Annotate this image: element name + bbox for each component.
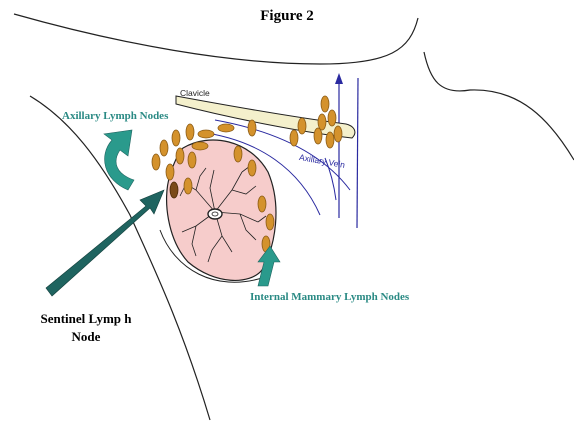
sentinel-label-line-1: Sentinel Lymp h xyxy=(20,310,152,328)
lymph-node xyxy=(318,114,326,130)
lymph-node xyxy=(314,128,322,144)
lymph-node xyxy=(186,124,194,140)
lymph-node xyxy=(184,178,192,194)
internal-mammary-lymph-nodes-label: Internal Mammary Lymph Nodes xyxy=(250,292,409,303)
lymph-node xyxy=(192,142,208,150)
lymph-node xyxy=(248,120,256,136)
lymph-node xyxy=(321,96,329,112)
lymph-node xyxy=(266,214,274,230)
lymph-node xyxy=(176,148,184,164)
lymph-node xyxy=(172,130,180,146)
curved-arrow-up-icon xyxy=(104,130,134,190)
sentinel-label-line-2: Node xyxy=(20,328,152,346)
figure-title: Figure 2 xyxy=(0,9,574,24)
lymph-node xyxy=(152,154,160,170)
sentinel-lymph-node xyxy=(170,182,178,198)
lymph-node xyxy=(160,140,168,156)
lymph-node xyxy=(188,152,196,168)
lymph-node xyxy=(326,132,334,148)
lymph-node xyxy=(198,130,214,138)
lymph-node xyxy=(290,130,298,146)
vein-line-2 xyxy=(357,78,358,228)
lymph-node xyxy=(328,110,336,126)
lymph-node xyxy=(218,124,234,132)
sentinel-lymph-node-label: Sentinel Lymp h Node xyxy=(20,310,152,346)
shoulder-outline xyxy=(424,52,574,160)
lymph-node xyxy=(234,146,242,162)
nipple-center xyxy=(212,212,218,216)
lymph-node xyxy=(334,126,342,142)
diagonal-arrow-icon xyxy=(46,190,164,296)
lymph-node xyxy=(258,196,266,212)
lymph-node xyxy=(298,118,306,134)
lymph-node xyxy=(166,164,174,180)
clavicle-label: Clavicle xyxy=(180,89,210,98)
vein-arrowhead xyxy=(335,73,343,84)
axillary-lymph-nodes-label: Axillary Lymph Nodes xyxy=(62,111,168,122)
lymph-node xyxy=(248,160,256,176)
